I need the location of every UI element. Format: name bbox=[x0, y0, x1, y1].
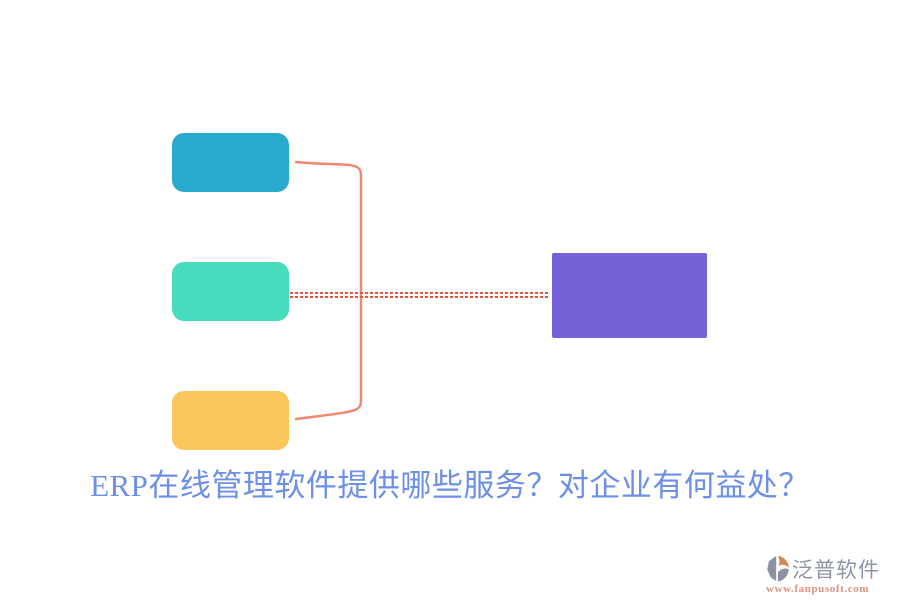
fanpu-logo-gray-facet bbox=[767, 555, 777, 582]
page-title: ERP在线管理软件提供哪些服务？对企业有何益处？ bbox=[90, 468, 810, 503]
fanpu-logo-gray-wedge bbox=[778, 568, 789, 582]
bracket-connector bbox=[294, 160, 363, 421]
fanpu-logo-orange-swoosh bbox=[778, 555, 789, 568]
topic-box-amber bbox=[172, 391, 289, 450]
answer-box bbox=[552, 253, 707, 338]
brand-name: 泛普软件 bbox=[792, 558, 880, 582]
brand-logo: 泛普软件 www.fanpusoft.com bbox=[766, 555, 894, 595]
bracket-connector-path bbox=[294, 160, 363, 421]
brand-url: www.fanpusoft.com bbox=[766, 583, 870, 595]
fanpu-logo-icon bbox=[767, 555, 789, 582]
dashed-connector bbox=[290, 292, 549, 298]
topic-box-teal bbox=[172, 133, 289, 192]
topic-box-mint bbox=[172, 262, 289, 321]
